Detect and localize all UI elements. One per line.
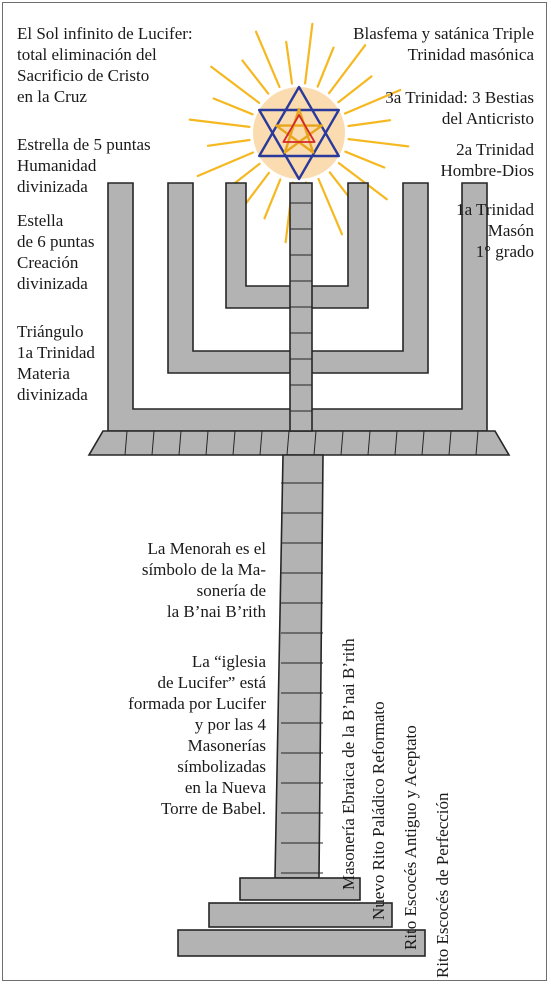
crossbar-segment xyxy=(124,430,128,456)
label-rito-paladico: Nuevo Rito Paládico Reformato xyxy=(369,701,388,920)
crossbar-segment xyxy=(340,430,344,456)
crossbar-segment xyxy=(151,430,155,456)
crossbar-segment xyxy=(205,430,209,456)
label-2a-trinidad: 2a Trinidad Hombre-Dios xyxy=(440,140,534,180)
sun-ray xyxy=(263,178,282,220)
label-sol-infinito: El Sol infinito de Lucifer: total elimin… xyxy=(17,24,193,106)
sun-ray xyxy=(196,151,255,178)
pentagram xyxy=(275,107,323,154)
crossbar-segment xyxy=(313,430,317,456)
sun-ray xyxy=(328,44,367,95)
sun-ray xyxy=(344,150,386,169)
label-rito-escoces-antiguo: Rito Escocés Antiguo y Aceptato xyxy=(401,725,420,950)
sun-ray xyxy=(241,59,270,95)
sun-ray xyxy=(206,138,251,147)
menorah xyxy=(87,182,511,957)
label-triangulo: Triángulo 1a Trinidad Materia divinizada xyxy=(17,322,95,404)
inner-triangle xyxy=(282,114,316,143)
menorah-crossbar xyxy=(87,430,511,456)
hexagram-triangle-up xyxy=(258,85,340,158)
base-step-1 xyxy=(239,877,361,901)
label-1a-trinidad: 1a Trinidad Masón 1° grado xyxy=(456,200,534,261)
crossbar-segment xyxy=(421,430,425,456)
crossbar-segment xyxy=(259,430,263,456)
base-step-2 xyxy=(208,902,393,928)
sun-ray xyxy=(347,138,410,148)
label-estrella-5-puntas: Estrella de 5 puntas Humanidad divinizad… xyxy=(17,135,151,196)
sun-ray xyxy=(343,88,402,115)
sun-ray xyxy=(210,65,261,105)
crossbar-segment xyxy=(394,430,398,456)
menorah-illustration xyxy=(87,22,511,957)
sun-ray xyxy=(347,119,392,128)
label-rito-escoces-perfeccion: Rito Escocés de Perfección xyxy=(433,792,452,978)
base-step-3 xyxy=(177,929,426,957)
menorah-arm xyxy=(167,182,429,374)
crossbar-segment xyxy=(286,430,290,456)
crossbar-segment xyxy=(367,430,371,456)
crossbar-segment xyxy=(448,430,452,456)
sun-ray xyxy=(254,30,281,89)
sun-ray xyxy=(212,97,254,116)
label-3a-trinidad: 3a Trinidad: 3 Bestias del Anticristo xyxy=(385,88,534,128)
crossbar-segment xyxy=(232,430,236,456)
sun-ray xyxy=(337,162,388,201)
sun-ray xyxy=(285,40,294,85)
menorah-arm xyxy=(225,182,369,309)
sun-disc xyxy=(253,87,345,179)
star-emblem xyxy=(258,85,340,181)
menorah-tower xyxy=(274,454,324,879)
sun-ray xyxy=(337,75,373,104)
sun-ray xyxy=(304,22,314,85)
label-estrella-6-puntas: Estella de 6 puntas Creación divinizada xyxy=(17,211,95,293)
sun-ray xyxy=(317,177,344,236)
crossbar-segment xyxy=(178,430,182,456)
sun-ray xyxy=(188,118,251,129)
sun-ray xyxy=(316,46,335,88)
label-menorah-simbolo: La Menorah es el símbolo de la Ma- soner… xyxy=(141,539,266,621)
label-iglesia-de-lucifer: La “iglesia de Lucifer” está formada por… xyxy=(128,652,266,818)
crossbar-segment xyxy=(475,430,479,456)
label-triple-trinidad: Blasfema y satánica Triple Trinidad masó… xyxy=(353,24,534,64)
label-rito-masoneria-ebraica: Masonería Ebraica de la B’nai B’rith xyxy=(339,638,358,890)
